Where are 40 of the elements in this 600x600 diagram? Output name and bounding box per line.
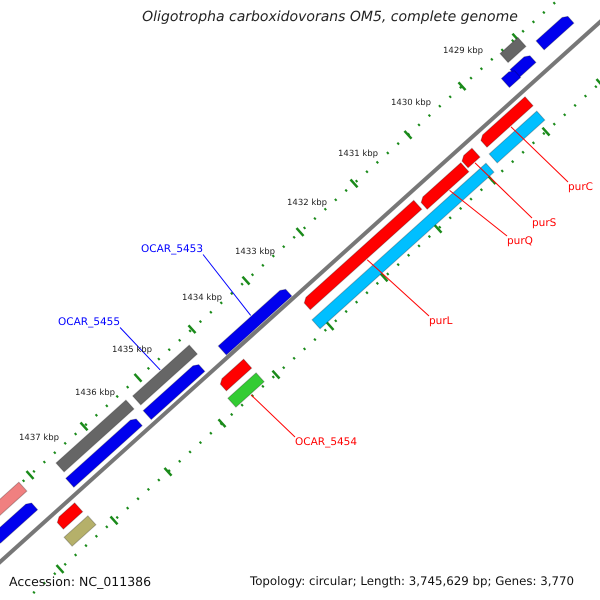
gene-block bbox=[132, 344, 198, 406]
gene-label: OCAR_5453 bbox=[141, 244, 204, 254]
gene-feature bbox=[535, 16, 575, 51]
gene-label: OCAR_5454 bbox=[295, 437, 358, 448]
gene-feature bbox=[142, 364, 206, 420]
gene-feature bbox=[480, 96, 534, 148]
gene-feature bbox=[461, 147, 481, 169]
gene-label: purQ bbox=[507, 236, 533, 246]
gene-label: purS bbox=[532, 218, 556, 228]
gene-feature bbox=[56, 502, 84, 530]
gene-feature bbox=[420, 162, 470, 210]
gene-feature bbox=[0, 502, 38, 544]
gene-block bbox=[488, 110, 546, 164]
leader-line bbox=[120, 327, 161, 370]
genome-summary: Topology: circular; Length: 3,745,629 bp; Genes: 3,770 bbox=[250, 576, 574, 588]
leader-line bbox=[510, 126, 568, 182]
gene-feature bbox=[220, 358, 252, 392]
gene-label: OCAR_5455 bbox=[58, 317, 120, 328]
scale-label: 1436 kbp bbox=[75, 389, 116, 398]
gene-block bbox=[63, 515, 97, 547]
leader-line bbox=[366, 259, 430, 316]
scale-label: 1434 kbp bbox=[182, 294, 222, 302]
leader-line bbox=[250, 394, 296, 438]
gene-feature bbox=[65, 418, 143, 488]
gene-block bbox=[311, 162, 495, 330]
leader-line bbox=[449, 190, 508, 236]
scale-label: 1432 kbp bbox=[287, 199, 328, 208]
gene-block bbox=[499, 36, 527, 64]
scale-label: 1437 kbp bbox=[19, 434, 60, 442]
leader-line bbox=[474, 162, 532, 218]
scale-label: 1429 kbp bbox=[443, 47, 484, 56]
diagram-title: Oligotropha carboxidovorans OM5, complete genome bbox=[141, 10, 519, 24]
scale-label: 1430 kbp bbox=[391, 99, 432, 108]
gene-block bbox=[227, 372, 265, 408]
leader-line bbox=[202, 254, 252, 316]
gene-feature bbox=[500, 70, 522, 88]
gene-label: purL bbox=[429, 316, 452, 326]
gene-label: purC bbox=[568, 182, 593, 192]
scale-label: 1433 kbp bbox=[235, 248, 276, 256]
accession-note: Accession: NC_011386 bbox=[9, 576, 152, 588]
